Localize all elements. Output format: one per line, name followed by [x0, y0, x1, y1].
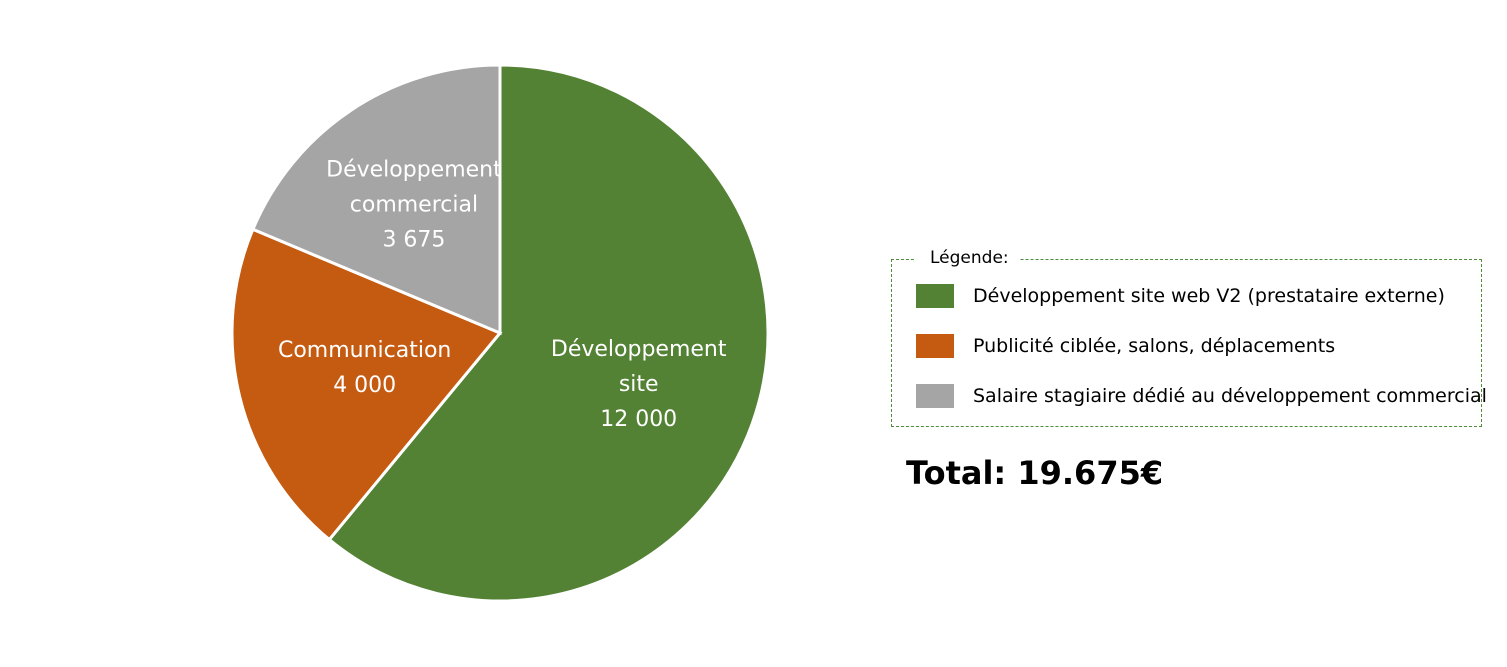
legend-swatch [916, 334, 954, 358]
total-amount: Total: 19.675€ [906, 454, 1164, 492]
pie-slice [250, 63, 502, 336]
legend-item-publicite: Publicité ciblée, salons, déplacements [916, 333, 1335, 359]
legend-swatch [916, 384, 954, 408]
legend-item-salaire: Salaire stagiaire dédié au développement… [916, 383, 1487, 409]
legend-swatch [916, 284, 954, 308]
legend-item-site-web: Développement site web V2 (prestataire e… [916, 283, 1445, 309]
legend-label: Publicité ciblée, salons, déplacements [973, 335, 1336, 357]
legend-title: Légende: [916, 248, 1019, 268]
legend-label: Développement site web V2 (prestataire e… [973, 285, 1445, 307]
pie-slice [327, 63, 770, 603]
legend-box [891, 259, 1482, 427]
legend-label: Salaire stagiaire dédié au développement… [973, 385, 1487, 407]
pie-slice [230, 227, 503, 542]
